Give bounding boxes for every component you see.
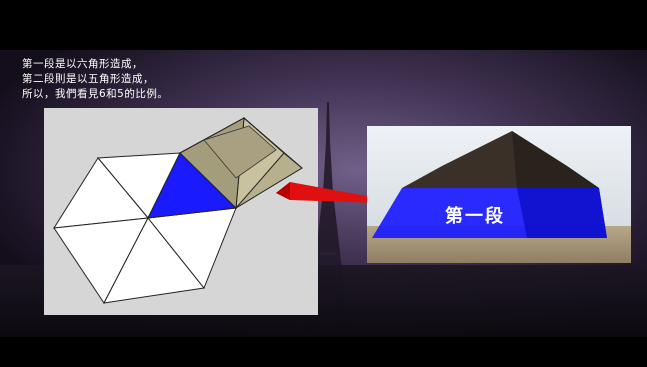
caption-text: 第一段是以六角形造成， 第二段則是以五角形造成， 所以，我們看見6和5的比例。 xyxy=(22,57,168,102)
caption-line-2: 第二段則是以五角形造成， xyxy=(22,73,154,85)
first-section-label: 第一段 xyxy=(445,206,505,227)
caption-line-1: 第一段是以六角形造成， xyxy=(22,58,143,70)
bent-pyramid-photo-icon xyxy=(367,126,631,263)
hexagon-diagram-panel xyxy=(44,108,318,315)
caption-line-3: 所以，我們看見6和5的比例。 xyxy=(22,88,169,100)
bent-pyramid-photo xyxy=(367,126,631,263)
hexagon-with-pyramid-diagram-icon xyxy=(53,116,303,304)
